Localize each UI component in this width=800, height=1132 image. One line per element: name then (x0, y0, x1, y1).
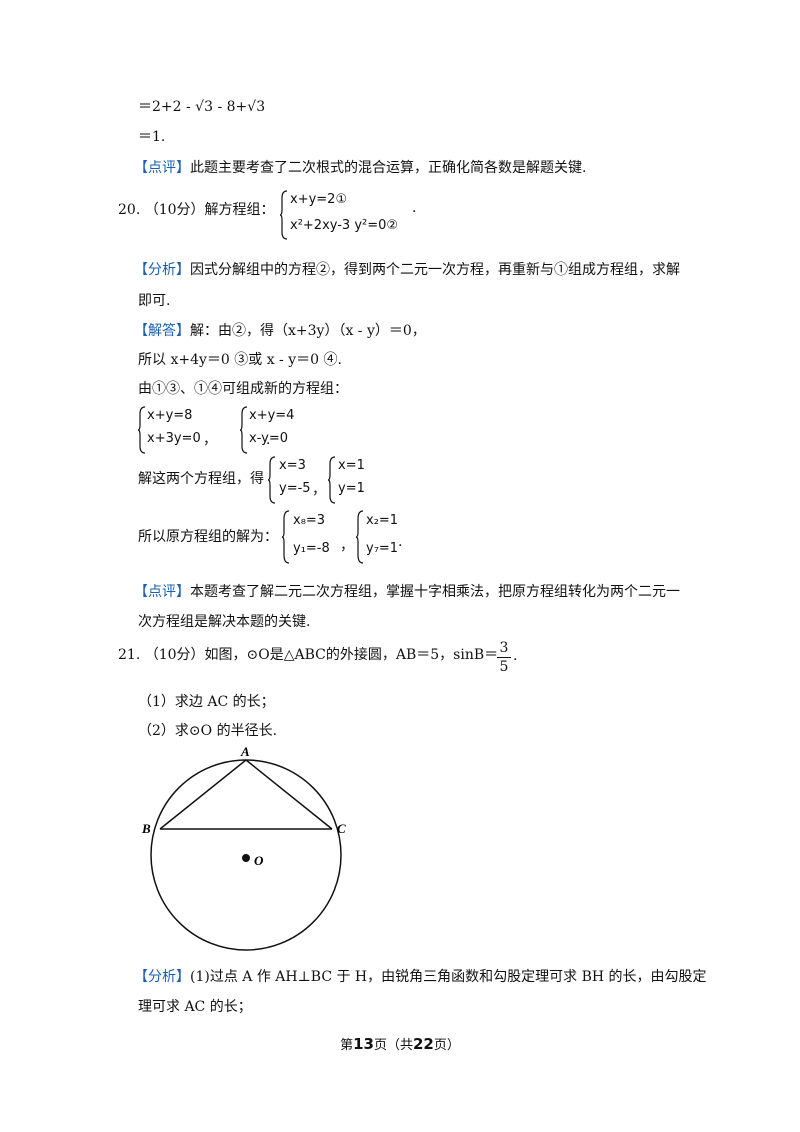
original-solution-a: x₈=3 y₁=-8 (282, 510, 342, 564)
solution-x: x₈=3 (293, 513, 326, 528)
question-21-part-1: （1）求边 AC 的长； (138, 694, 275, 710)
solution-y: y₇=1 (366, 541, 399, 556)
comma: ， (203, 432, 217, 448)
comma: ， (312, 482, 326, 498)
footer-text: 页（共 (373, 1038, 413, 1053)
solution-y: y₁=-8 (293, 541, 330, 556)
brace-icon (356, 510, 364, 564)
solution-x: x₂=1 (366, 513, 399, 528)
review-tag: 【点评】 (134, 160, 190, 176)
analysis-21-line-1: 【分析】(1)过点 A 作 AH⊥BC 于 H，由锐角三角函数和勾股定理可求 B… (134, 967, 707, 987)
new-system-a: x+y=8 x+3y=0 (138, 406, 238, 454)
fraction-denominator: 5 (499, 659, 509, 675)
solution-x: x=1 (338, 458, 365, 473)
page-footer: 第13页（共22页） (0, 1034, 800, 1053)
comma: ， (340, 538, 354, 554)
question-21-heading: 21. （10分）如图，⊙O是△ABC的外接圆，AB＝5，sinB＝ (118, 647, 499, 663)
new-system-b: x+y=4 x-y=0 (240, 406, 320, 454)
solution-system-a: x=3 y=-5 (268, 456, 328, 504)
period: . (412, 200, 417, 216)
analysis-21-line-2: 理可求 AC 的长； (138, 999, 252, 1015)
label-o: O (254, 853, 264, 868)
answer-text: 解：由②，得（x+3y）（x - y）＝0， (190, 323, 426, 339)
period: . (513, 648, 518, 664)
page-number: 13 (353, 1035, 374, 1053)
fraction-three-fifths: 3 5 (497, 640, 511, 675)
label-a: A (240, 745, 250, 759)
answer-20-line-2: 所以 x+4y＝0 ③或 x - y＝0 ④. (138, 352, 342, 368)
footer-text: 页） (433, 1038, 460, 1053)
brace-icon (282, 510, 290, 564)
system-equation-2: x-y=0 (249, 431, 289, 446)
answer-20-line-1: 【解答】解：由②，得（x+3y）（x - y）＝0， (134, 321, 426, 341)
calc-line-1: ＝2+2 - √3 - 8+√3 (138, 99, 266, 115)
fraction-numerator: 3 (499, 640, 509, 656)
solution-x: x=3 (279, 458, 306, 473)
label-c: C (337, 821, 346, 836)
system-equation-2: x²+2xy-3 y²=0② (290, 218, 399, 233)
review-19: 【点评】此题主要考查了二次根式的混合运算，正确化简各数是解题关键. (134, 158, 586, 178)
question-20-system: x+y=2① x²+2xy-3 y²=0② (280, 190, 430, 240)
solution-system-b: x=1 y=1 (328, 456, 378, 504)
brace-icon (138, 406, 146, 454)
brace-icon (280, 190, 288, 240)
solution-y: y=1 (338, 481, 365, 496)
question-20-heading: 20. （10分）解方程组： (118, 202, 275, 218)
brace-icon (240, 406, 248, 454)
review-20-line-1: 【点评】本题考查了解二元二次方程组，掌握十字相乘法，把原方程组转化为两个二元一 (134, 582, 680, 602)
analysis-text: 因式分解组中的方程②，得到两个二元一次方程，再重新与①组成方程组，求解 (190, 262, 680, 278)
system-equation-1: x+y=2① (290, 192, 348, 207)
review-tag: 【点评】 (134, 584, 190, 600)
analysis-tag: 【分析】 (134, 262, 190, 278)
analysis-tag: 【分析】 (134, 969, 190, 985)
original-solution-b: x₂=1 y₇=1 (356, 510, 416, 564)
circumcircle-figure: A B C O (141, 745, 346, 951)
original-solution-prefix: 所以原方程组的解为： (138, 529, 278, 545)
analysis-text: (1)过点 A 作 AH⊥BC 于 H，由锐角三角函数和勾股定理可求 BH 的长… (190, 969, 707, 985)
solve-prefix: 解这两个方程组，得 (138, 471, 264, 487)
center-point (242, 854, 250, 862)
period: . (358, 480, 363, 496)
segment-ab (159, 759, 247, 830)
analysis-20-line-1: 【分析】因式分解组中的方程②，得到两个二元一次方程，再重新与①组成方程组，求解 (134, 260, 680, 280)
system-equation-1: x+y=8 (147, 408, 193, 423)
label-b: B (141, 821, 151, 836)
question-21-part-2: （2）求⊙O 的半径长. (138, 723, 278, 739)
period: . (266, 432, 271, 448)
answer-20-line-3: 由①③、①④可组成新的方程组： (138, 381, 348, 397)
period: . (398, 534, 403, 550)
fraction-bar (497, 657, 511, 658)
review-text: 本题考查了解二元二次方程组，掌握十字相乘法，把原方程组转化为两个二元一 (190, 584, 680, 600)
calc-line-2: ＝1. (138, 129, 166, 145)
analysis-20-line-2: 即可. (138, 293, 171, 309)
review-20-line-2: 次方程组是解决本题的关键. (138, 614, 311, 630)
segment-ac (245, 759, 333, 830)
brace-icon (328, 456, 336, 504)
page-total: 22 (413, 1035, 434, 1053)
review-text: 此题主要考查了二次根式的混合运算，正确化简各数是解题关键. (190, 160, 587, 176)
system-equation-2: x+3y=0 (147, 431, 201, 446)
footer-text: 第 (340, 1038, 354, 1053)
solution-y: y=-5 (279, 481, 311, 496)
system-equation-1: x+y=4 (249, 408, 295, 423)
answer-tag: 【解答】 (134, 323, 190, 339)
brace-icon (268, 456, 276, 504)
